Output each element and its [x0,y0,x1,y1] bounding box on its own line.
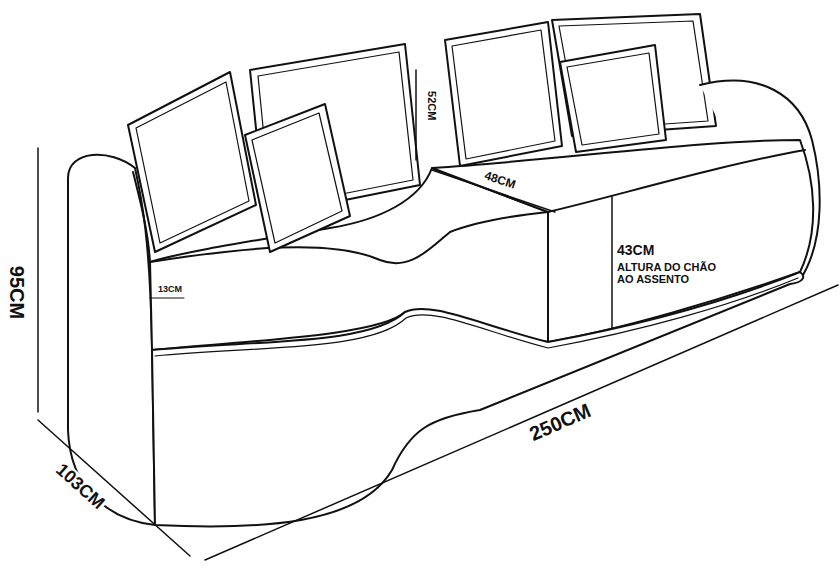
dimension-label: 250CM [524,399,595,446]
dimension-label: ALTURA DO CHÃO AO ASSENTO [615,262,729,285]
dimension-label: 13CM [156,285,184,294]
dimension-label: 95CM [7,263,28,320]
dimension-label: 103CM [51,458,110,514]
dimension-label: 43CM [615,243,656,258]
dimension-label: 48CM [481,168,519,191]
dimension-label: 52CM [426,89,438,122]
